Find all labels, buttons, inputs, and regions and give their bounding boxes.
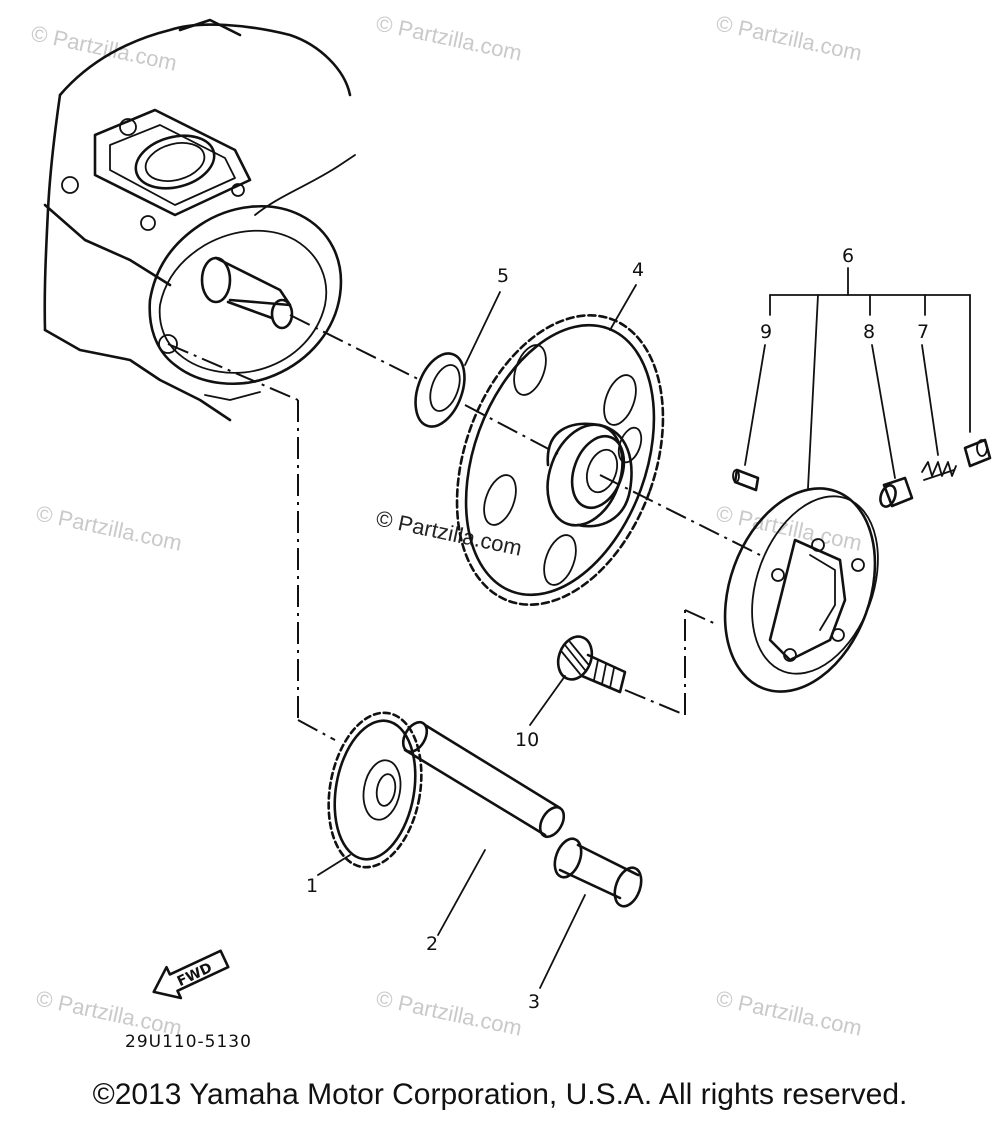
callout-3: 3 [528,991,540,1013]
copyright-notice: ©2013 Yamaha Motor Corporation, U.S.A. A… [92,1078,908,1111]
watermark-mid-left: © Partzilla.com [34,500,184,555]
plug-part-unlabeled [963,438,992,468]
spring-part-7 [921,461,957,481]
callout-leaders [317,267,971,989]
watermark-mid-right: © Partzilla.com [714,500,864,555]
starter-clutch-part-6 [723,487,879,693]
starter-wheel-gear-part-4 [455,314,665,606]
diagram-code: 29U110-5130 [125,1032,252,1052]
callout-6: 6 [842,245,854,267]
shaft-part-2 [401,720,566,839]
callout-10: 10 [515,729,539,751]
watermark-layer: © Partzilla.com © Partzilla.com © Partzi… [29,10,864,1040]
spring-cap-part-8 [879,476,914,508]
callout-8: 8 [863,321,875,343]
washer-part-5 [414,352,466,428]
callout-7: 7 [917,321,929,343]
watermark-bottom-center: © Partzilla.com [374,985,524,1040]
roller-part-9 [732,468,760,492]
callout-5: 5 [497,265,509,287]
callout-9: 9 [760,321,772,343]
idler-gear-part-1 [327,711,423,869]
callout-4: 4 [632,259,644,281]
watermark-top-center: © Partzilla.com [374,10,524,65]
watermark-top-right: © Partzilla.com [714,10,864,65]
forward-direction-arrow-icon: FWD [152,949,230,1000]
direction-label: FWD [175,960,215,990]
watermark-bottom-right: © Partzilla.com [714,985,864,1040]
callout-labels: 1 2 3 4 5 6 7 8 9 10 [306,245,929,1013]
watermark-center: © Partzilla.com [374,505,524,560]
callout-2: 2 [426,933,438,955]
bolt-part-10 [556,635,627,694]
watermark-top-left: © Partzilla.com [29,20,179,75]
alignment-lines [167,314,761,741]
callout-1: 1 [306,875,318,897]
engine-crankcase-illustration [43,18,356,422]
collar-part-3 [553,837,643,908]
